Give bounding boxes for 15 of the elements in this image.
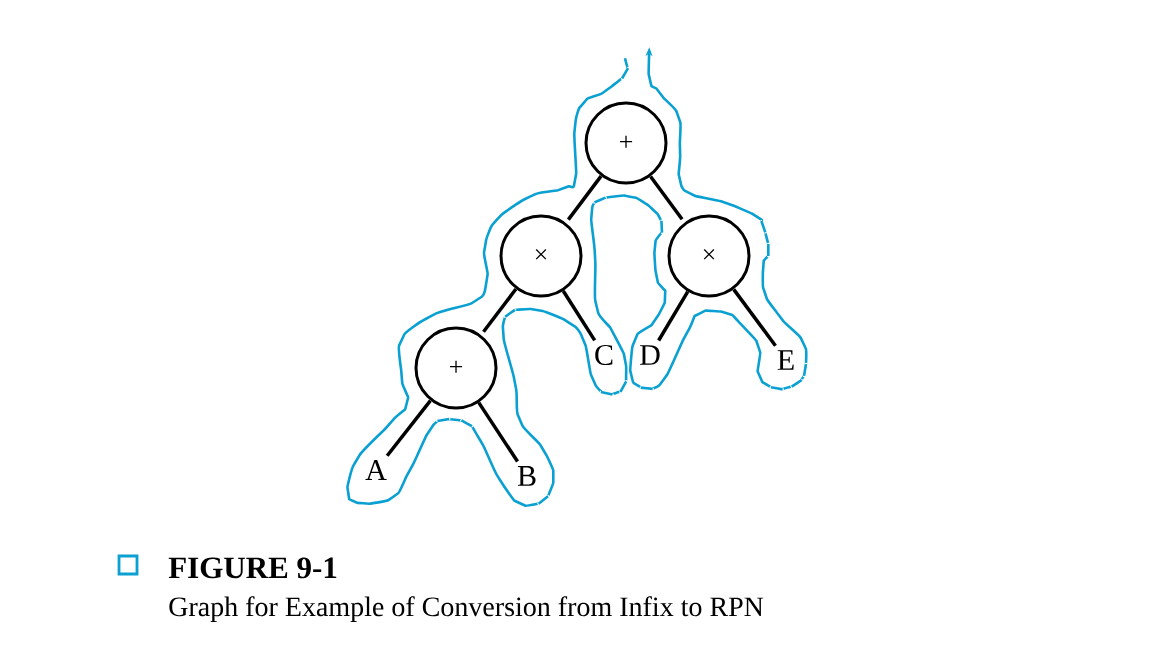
tree-edge — [657, 290, 690, 342]
tree-edge — [649, 175, 684, 221]
operand-label: A — [365, 460, 387, 480]
operand-label: B — [517, 466, 536, 486]
tree-edge — [732, 288, 777, 347]
figure-caption: Graph for Example of Conversion from Infix to RPN — [169, 596, 764, 622]
tree-edge — [477, 401, 519, 463]
tree-edge — [385, 399, 432, 457]
tree-edge — [482, 288, 518, 333]
tree-edge — [561, 290, 597, 342]
operand-label: C — [595, 344, 613, 366]
tree-edge — [566, 175, 603, 221]
operand-label: E — [777, 350, 794, 370]
figure-title: FIGURE 9-1 — [168, 557, 337, 579]
operand-label: D — [640, 345, 660, 365]
